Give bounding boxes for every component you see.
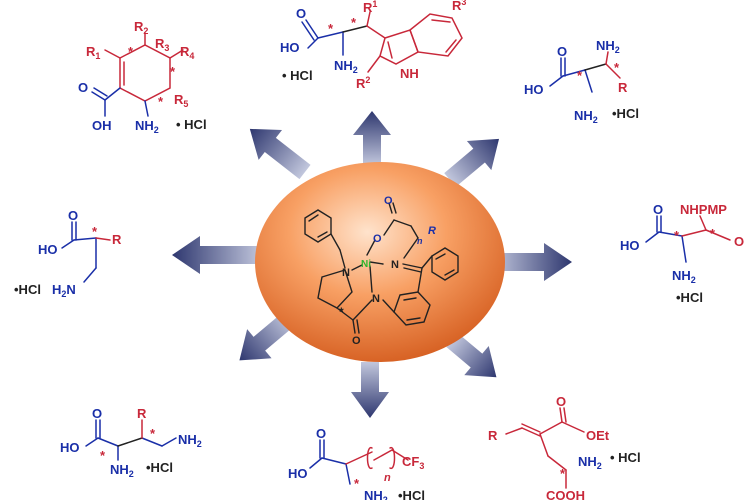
tc-o: O [296, 6, 306, 21]
bc-ho: HO [288, 466, 308, 481]
center-metal: Ni [361, 259, 371, 270]
mr-salt: •HCl [676, 290, 703, 305]
tl-r3: R3 [155, 36, 169, 53]
bc-cf3: CF3 [402, 454, 424, 471]
bl-nh2-chain: NH2 [178, 432, 202, 449]
tl-r4: R4 [180, 44, 194, 61]
center-n3: N [372, 293, 380, 305]
mr-nhpmp: NHPMP [680, 202, 727, 217]
arrow-right [492, 243, 572, 281]
product-bottom-left: O R HO * * NH2 NH2 •HCl [60, 406, 202, 479]
arrow-bottom-right [446, 333, 497, 378]
bl-ho: HO [60, 440, 80, 455]
tl-r1: R1 [86, 44, 100, 61]
bc-o: O [316, 426, 326, 441]
center-n1: N [342, 267, 350, 279]
product-mid-left: O HO * R •HCl H2N [14, 208, 122, 299]
mr-star-1: * [674, 228, 680, 243]
mr-o-right: O [734, 234, 744, 249]
tr-r: R [618, 80, 628, 95]
tl-r5: R5 [174, 92, 188, 109]
product-bottom-center: O HO CF3 n * NH2 •HCl [288, 426, 425, 500]
bl-star-2: * [150, 426, 156, 441]
ml-star: * [92, 224, 98, 239]
tc-r1: R1 [363, 0, 377, 15]
center-n2: N [391, 259, 399, 271]
tl-star-1: * [128, 44, 134, 59]
product-bottom-right: R O OEt * NH2 • HCl COOH [488, 394, 641, 500]
tc-ho: HO [280, 40, 300, 55]
bl-o: O [92, 406, 102, 421]
br-salt: • HCl [610, 450, 641, 465]
tc-star-2: * [351, 15, 357, 30]
br-cooh: COOH [546, 488, 585, 500]
center-o-carbonyl: O [384, 195, 393, 207]
tc-nh2: NH2 [334, 58, 358, 75]
center-chain-n: n [417, 236, 423, 246]
arrow-bottom [351, 362, 389, 418]
tc-r3: R3 [452, 0, 466, 13]
arrow-top-left [249, 128, 311, 180]
tr-salt: •HCl [612, 106, 639, 121]
bc-nh2: NH2 [364, 488, 388, 500]
mr-nh2: NH2 [672, 268, 696, 285]
center-complex: N Ni N N O O n R * O [255, 162, 505, 362]
arrow-left [172, 236, 262, 274]
arrow-top [353, 111, 391, 165]
mr-o: O [653, 202, 663, 217]
ml-o: O [68, 208, 78, 223]
br-star: * [560, 466, 566, 481]
tr-nh2-bottom: NH2 [574, 108, 598, 125]
ml-salt: •HCl [14, 282, 41, 297]
br-nh2: NH2 [578, 454, 602, 471]
tl-star-3: * [158, 94, 164, 109]
bl-star-1: * [100, 448, 106, 463]
product-top-center: O HO * * R1 R3 NH2 NH R2 • HCl [280, 0, 466, 91]
tc-nh: NH [400, 66, 419, 81]
tl-salt: • HCl [176, 117, 207, 132]
bc-star: * [354, 476, 360, 491]
ml-ho: HO [38, 242, 58, 257]
tr-nh2-top: NH2 [596, 38, 620, 55]
center-o-amide: O [352, 335, 361, 347]
tr-ho: HO [524, 82, 544, 97]
center-star: * [339, 305, 344, 319]
product-mid-right: O HO NHPMP * * O NH2 •HCl [620, 202, 744, 305]
tc-salt: • HCl [282, 68, 313, 83]
bc-n: n [384, 472, 391, 484]
tl-star-2: * [170, 64, 176, 79]
br-r: R [488, 428, 498, 443]
bc-salt: •HCl [398, 488, 425, 500]
bl-r: R [137, 406, 147, 421]
tl-nh2: NH2 [135, 118, 159, 135]
br-o: O [556, 394, 566, 409]
mr-star-2: * [710, 226, 716, 241]
bl-nh2: NH2 [110, 462, 134, 479]
product-top-right: O HO NH2 * * R NH2 •HCl [524, 38, 639, 125]
center-ellipse [255, 162, 505, 362]
tr-o: O [557, 44, 567, 59]
arrow-top-right [444, 138, 500, 187]
tc-r2: R2 [356, 75, 370, 91]
center-o-ring: O [373, 233, 382, 245]
tr-star-2: * [614, 60, 620, 75]
product-top-left: R1 R2 R3 R4 R5 * * * O OH NH2 • HCl [78, 19, 207, 135]
ml-r: R [112, 232, 122, 247]
bl-salt: •HCl [146, 460, 173, 475]
tl-r2: R2 [134, 19, 148, 36]
tl-o: O [78, 80, 88, 95]
mr-ho: HO [620, 238, 640, 253]
ml-h2n: H2N [52, 282, 76, 299]
br-oet: OEt [586, 428, 610, 443]
tl-oh: OH [92, 118, 112, 133]
center-r: R [428, 225, 436, 237]
tc-star-1: * [328, 21, 334, 36]
tr-star-1: * [577, 68, 583, 83]
